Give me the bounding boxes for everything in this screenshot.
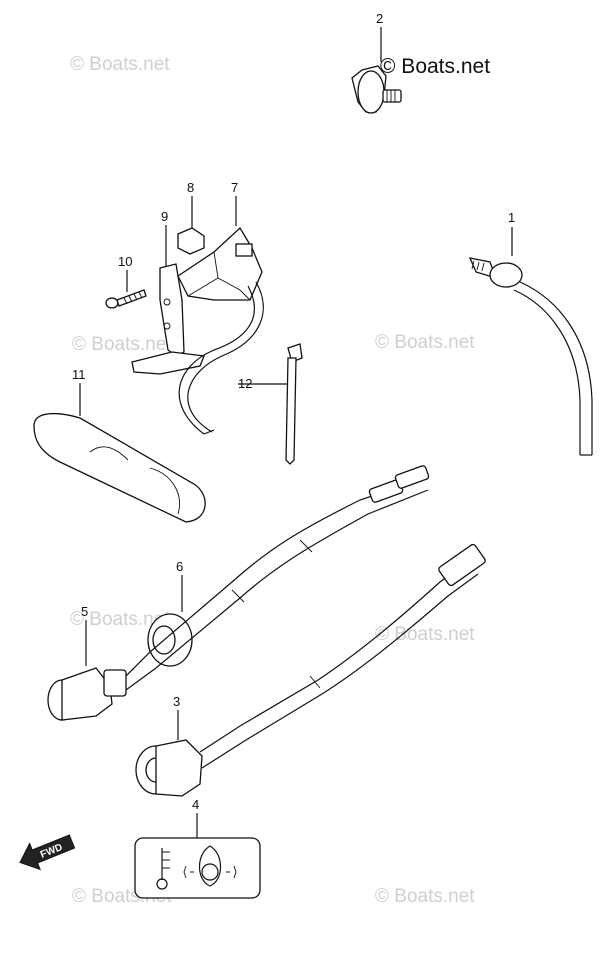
callout-label-8: 8: [187, 180, 194, 195]
part-10-screw[interactable]: [105, 270, 147, 309]
watermarks: © Boats.net © Boats.net © Boats.net © Bo…: [70, 54, 490, 907]
fwd-label: FWD: [39, 842, 64, 861]
part-4-indicator-plate[interactable]: [134, 813, 261, 899]
callout-label-5: 5: [81, 604, 88, 619]
thermometer-icon: [156, 848, 170, 890]
part-3-gauge-harness[interactable]: [135, 543, 486, 797]
callout-label-12: 12: [238, 376, 252, 391]
watermark: © Boats.net: [375, 886, 475, 907]
part-9-bracket[interactable]: [131, 225, 205, 375]
callout-label-9: 9: [161, 209, 168, 224]
oil-pressure-icon: [183, 845, 237, 887]
part-11-sleeve[interactable]: [33, 383, 206, 523]
callout-label-1: 1: [508, 210, 515, 225]
watermark: © Boats.net: [375, 624, 475, 645]
watermark: © Boats.net: [70, 54, 170, 75]
part-7-switch-harness[interactable]: [177, 196, 264, 435]
watermark: © Boats.net: [72, 334, 172, 355]
watermark-primary: © Boats.net: [380, 55, 490, 78]
callout-label-10: 10: [118, 254, 132, 269]
part-5-switch-harness[interactable]: [47, 465, 430, 721]
part-1-sensor-cable[interactable]: [468, 227, 593, 456]
part-12-cable-tie[interactable]: [238, 343, 303, 465]
callout-label-2: 2: [376, 11, 383, 26]
callout-label-6: 6: [176, 559, 183, 574]
callout-label-4: 4: [192, 797, 199, 812]
part-6-grommet[interactable]: [147, 575, 193, 667]
callout-label-3: 3: [173, 694, 180, 709]
fwd-arrow-icon: FWD: [19, 834, 76, 871]
watermark: © Boats.net: [375, 332, 475, 353]
callout-label-11: 11: [72, 367, 86, 382]
part-8-collar[interactable]: [177, 196, 205, 255]
part-2-switch[interactable]: [351, 27, 402, 114]
watermark: © Boats.net: [70, 609, 170, 630]
callout-label-7: 7: [231, 180, 238, 195]
